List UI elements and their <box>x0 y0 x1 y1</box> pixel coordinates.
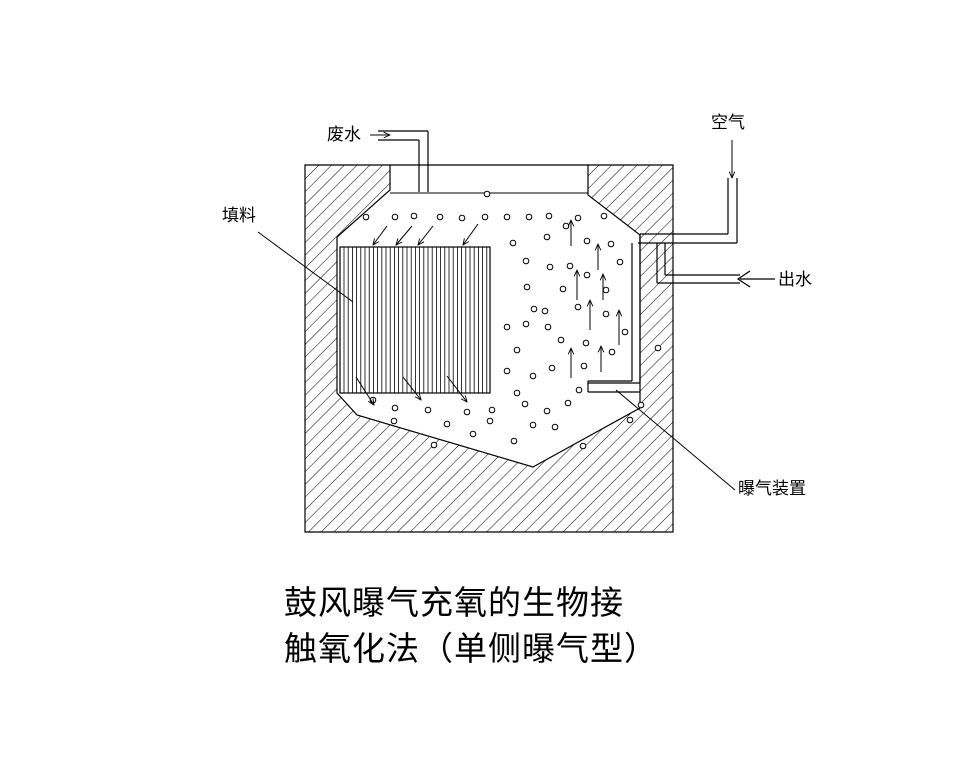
figure-caption: 鼓风曝气充氧的生物接 触氧化法（单侧曝气型） <box>284 580 764 672</box>
outlet-arrow-icon <box>736 270 775 288</box>
caption-line-1: 鼓风曝气充氧的生物接 <box>284 583 624 622</box>
flow-arrows <box>355 220 619 405</box>
wastewater-label: 废水 <box>327 125 361 145</box>
air-bubbles <box>362 190 662 450</box>
packing-leader-line <box>257 231 354 303</box>
packing-label: 填料 <box>222 206 256 226</box>
packing-media-block <box>339 246 491 394</box>
wastewater-inlet-pipe <box>378 130 429 192</box>
outlet-pipe <box>656 243 740 284</box>
aeration-leader-line <box>615 389 736 491</box>
outlet-label: 出水 <box>778 270 812 290</box>
caption-line-2: 触氧化法（单侧曝气型） <box>284 629 658 668</box>
air-label: 空气 <box>711 113 745 133</box>
air-supply-pipe <box>587 178 738 393</box>
aeration-device-label: 曝气装置 <box>738 479 806 499</box>
